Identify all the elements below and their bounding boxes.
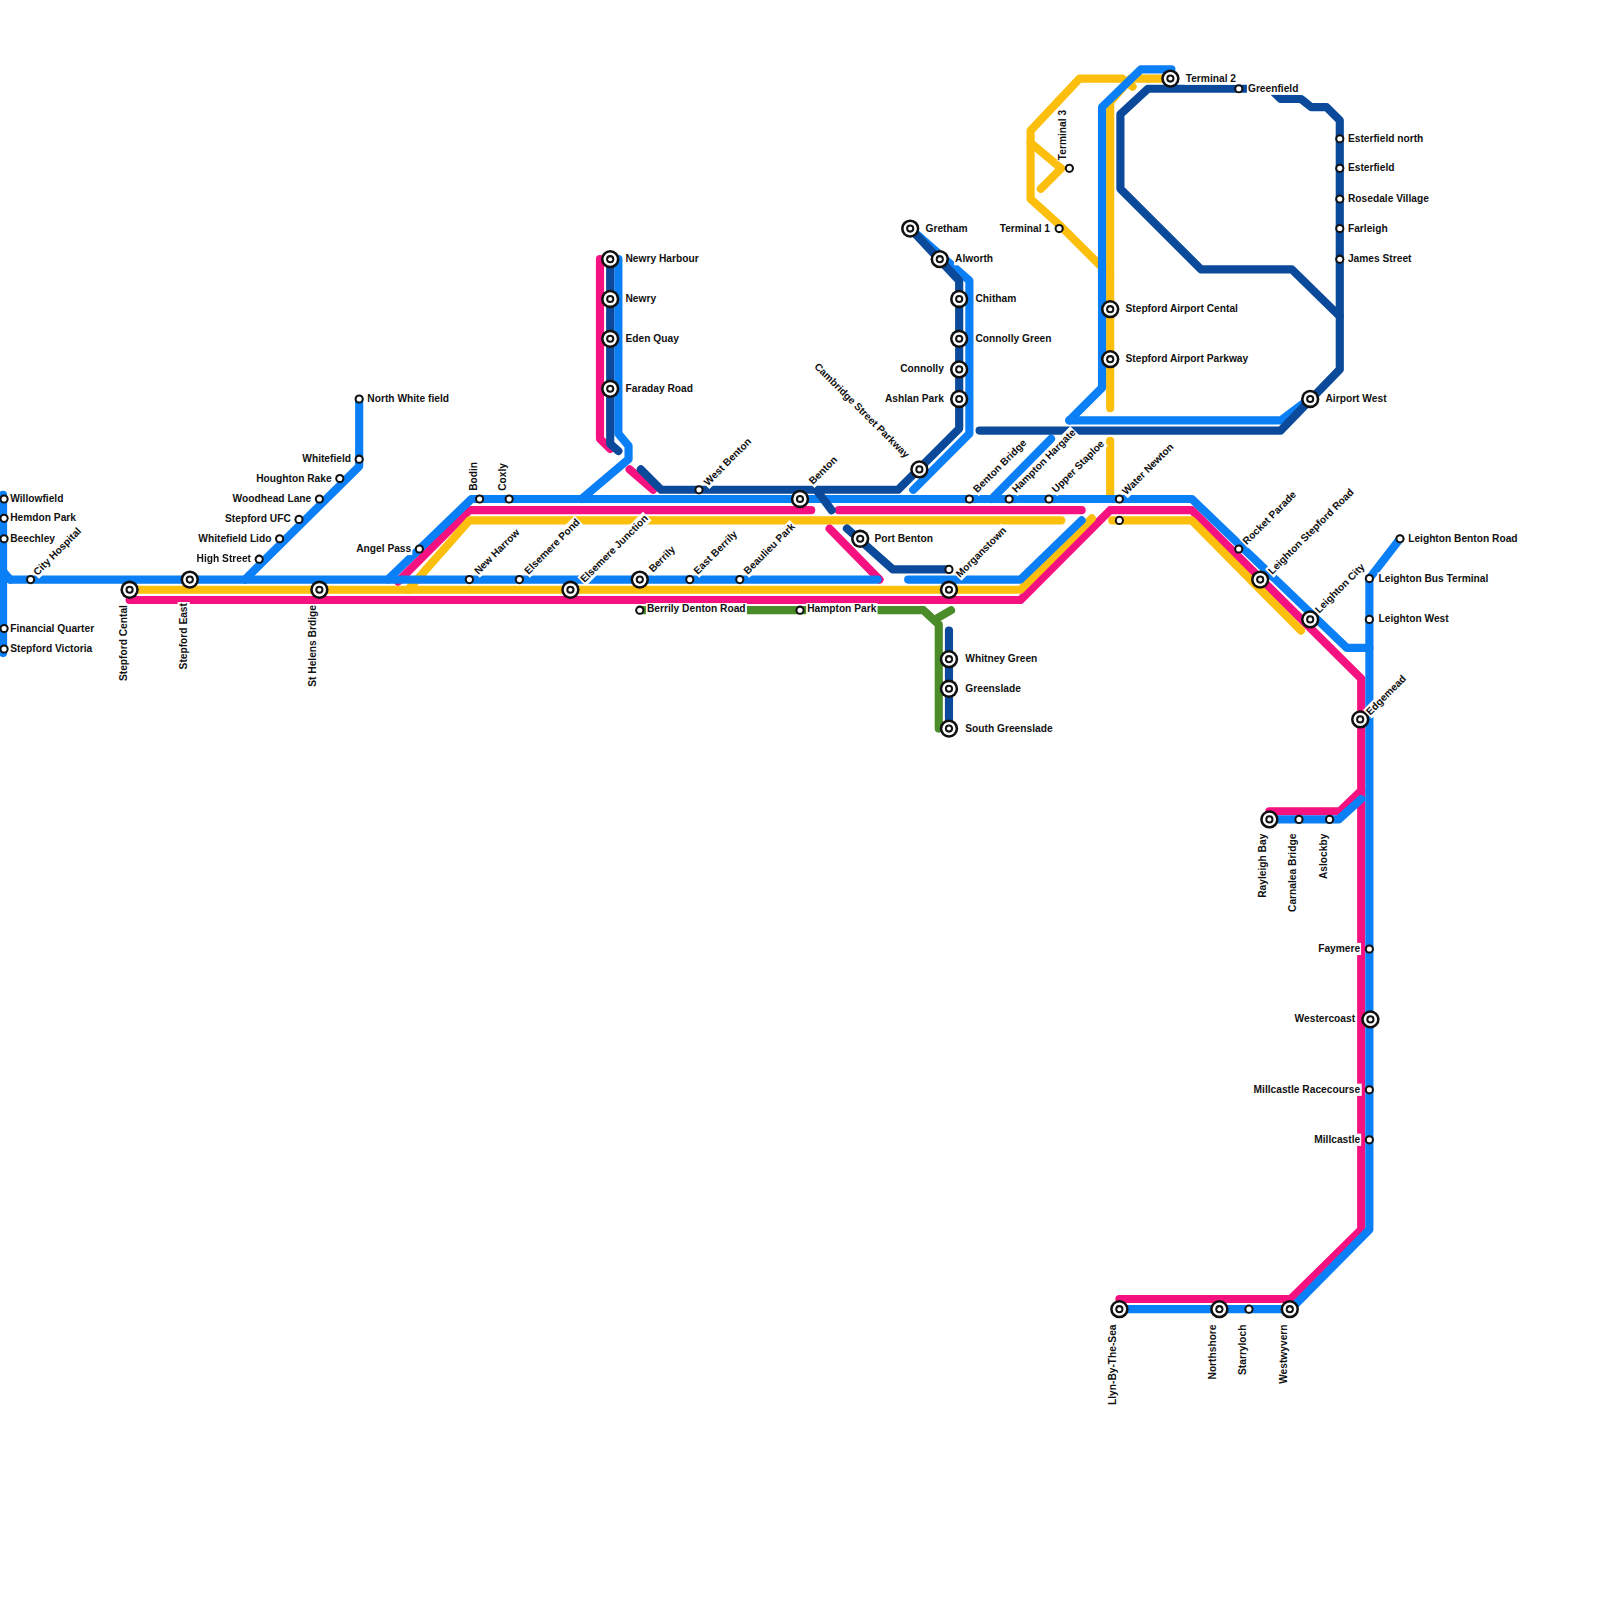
station-label: West Benton xyxy=(701,435,755,489)
station-label: Terminal 2 xyxy=(1185,72,1237,84)
station-label: Ashlan Park xyxy=(884,393,945,405)
station-label: New Harrow xyxy=(471,526,523,578)
station-label: Stepford Victoria xyxy=(9,643,93,655)
station-label: Morganstown xyxy=(953,524,1010,581)
station-label: High Street xyxy=(196,553,252,565)
station-label: Water Newton xyxy=(1119,440,1177,498)
station-label: Connolly xyxy=(899,363,945,375)
station-label: James Street xyxy=(1347,253,1413,265)
station-label: Leighton West xyxy=(1378,613,1450,625)
station-label: Rosedale Village xyxy=(1347,193,1430,205)
station-label: Millcastle xyxy=(1313,1134,1361,1146)
stations xyxy=(0,84,1405,1314)
station-label: Faymere xyxy=(1317,943,1361,955)
station-label: South Greenslade xyxy=(964,722,1053,734)
station-label: Hampton Park xyxy=(806,603,877,615)
station-label: Esterfield north xyxy=(1347,133,1424,145)
station-label: North White field xyxy=(366,393,450,405)
station-label: Whitefield Lido xyxy=(197,533,272,545)
station-label: Port Benton xyxy=(873,533,933,545)
station-label: Beaulieu Park xyxy=(741,520,799,578)
station-label: Stepford UFC xyxy=(224,513,292,525)
station-label: Stepford Airport Parkway xyxy=(1124,353,1249,365)
station-label: Financial Quarter xyxy=(9,622,95,634)
station-label: Westwyvern xyxy=(1278,1323,1290,1384)
station-label: Terminal 3 xyxy=(1057,109,1069,161)
station-label: Elsemere Pond xyxy=(521,516,583,578)
station-label: Faraday Road xyxy=(624,383,694,395)
station-label: Greenslade xyxy=(964,683,1022,695)
station-label: East Berrily xyxy=(691,528,741,578)
station-label: Leighton City xyxy=(1312,560,1368,616)
station-label: Northshore xyxy=(1207,1323,1219,1380)
station-label: Gretham xyxy=(924,222,968,234)
station-label: Bodin xyxy=(467,461,479,492)
station-label: Llyn-By-The-Sea xyxy=(1107,1323,1119,1406)
station-label: Benton xyxy=(806,453,841,488)
station-label: Stepford Cental xyxy=(117,604,129,682)
station-label: Farleigh xyxy=(1347,222,1389,234)
station-label: Berrily Denton Road xyxy=(646,603,747,615)
station-label: Hemdon Park xyxy=(9,512,77,524)
station-label: Stepford East xyxy=(178,602,190,670)
station-label: Whitney Green xyxy=(964,653,1038,665)
station-label: Terminal 1 xyxy=(999,222,1051,234)
station-label: Coxly xyxy=(497,462,509,492)
station-label: Stepford Airport Cental xyxy=(1124,303,1238,315)
station-label: Chitham xyxy=(974,293,1017,305)
station-label: Westercoast xyxy=(1294,1013,1357,1025)
interchange-stations xyxy=(120,69,1379,1318)
station-label: Rocket Parade xyxy=(1240,488,1300,548)
station-label: Newry xyxy=(624,293,657,305)
station-label: Houghton Rake xyxy=(255,472,332,484)
station-label: Alworth xyxy=(954,253,994,265)
station-label: Eden Quay xyxy=(624,333,679,345)
station-label: Millcastle Racecourse xyxy=(1253,1084,1362,1096)
station-label: Aslockby xyxy=(1317,833,1329,880)
station-label: Leighton Bus Terminal xyxy=(1378,572,1490,584)
station-label: Willowfield xyxy=(9,493,64,505)
station-label: Starryloch xyxy=(1237,1323,1249,1376)
station-label: Whitefield xyxy=(301,453,352,465)
station-label: Angel Pass xyxy=(355,543,412,555)
station-label: Newry Harbour xyxy=(624,253,699,265)
station-label: Cambridge Street Parkway xyxy=(811,360,913,462)
station-label: Greenfield xyxy=(1247,83,1300,95)
station-label: Leighton Benton Road xyxy=(1407,533,1518,545)
station-label: Carnalea Bridge xyxy=(1287,833,1299,913)
station-label: Esterfield xyxy=(1347,162,1396,174)
station-label: Berrily xyxy=(646,543,679,576)
station-label: Rayleigh Bay xyxy=(1257,833,1269,899)
station-label: Beechley xyxy=(9,533,56,545)
station-label: St Helens Brdige xyxy=(307,604,319,688)
station-label: Connolly Green xyxy=(974,333,1052,345)
station-label: Airport West xyxy=(1324,393,1387,405)
station-label: Woodhead Lane xyxy=(232,493,313,505)
